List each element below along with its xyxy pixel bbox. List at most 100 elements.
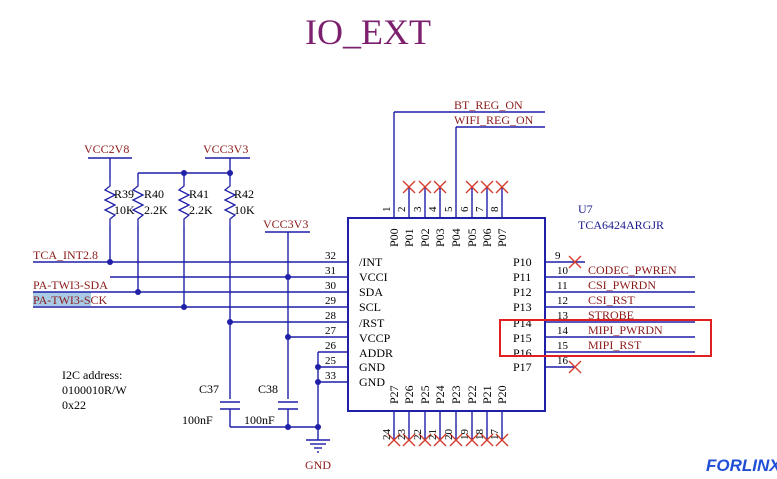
pin-num: 21: [427, 429, 439, 440]
pin-num: 7: [474, 206, 486, 212]
pin-num: 31: [325, 265, 336, 277]
pin-num: 5: [443, 206, 455, 212]
ic-body: [347, 217, 546, 412]
chip-ref: U7: [578, 202, 593, 216]
power-vcc2v8: VCC2V8: [84, 142, 129, 156]
pin-name: P10: [513, 255, 532, 269]
pin-num: 10: [557, 265, 569, 277]
pin-num: 9: [555, 250, 561, 262]
pin-num: 22: [412, 429, 424, 440]
pin-num: 3: [412, 206, 424, 212]
pin-name: P20: [495, 385, 509, 404]
resistor-value: 2.2K: [144, 203, 168, 217]
pin-num: 32: [325, 250, 336, 262]
resistor-ref: R39: [114, 187, 134, 201]
net-strobe: STROBE: [588, 308, 634, 322]
pin-name: P21: [480, 385, 494, 404]
pin-num: 25: [325, 355, 337, 367]
schematic-title: IO_EXT: [305, 12, 431, 52]
net-wifi-reg-on: WIFI_REG_ON: [454, 113, 534, 127]
pin-name: SCL: [359, 300, 381, 314]
pin-name: P15: [513, 331, 532, 345]
pin-name: P02: [418, 228, 432, 247]
pullup-network: [88, 157, 330, 453]
pin-num: 29: [325, 295, 337, 307]
pin-num: 28: [325, 310, 337, 322]
pin-name: P11: [513, 270, 531, 284]
pin-num: 18: [474, 429, 486, 441]
pin-num: 27: [325, 325, 337, 337]
cap-ref: C37: [199, 382, 219, 396]
pin-num: 13: [557, 310, 569, 322]
pin-num: 33: [325, 370, 337, 382]
pin-num: 26: [325, 340, 337, 352]
pin-name: /RST: [359, 316, 385, 330]
net-csi-pwrdn: CSI_PWRDN: [588, 278, 656, 292]
power-vcc3v3: VCC3V3: [203, 142, 248, 156]
pin-name: P03: [433, 228, 447, 247]
pin-name: P27: [387, 385, 401, 404]
cap-ref: C38: [258, 382, 278, 396]
pin-name: P00: [387, 228, 401, 247]
pin-name: P22: [465, 385, 479, 404]
pin-name: P26: [402, 385, 416, 404]
pin-num: 12: [557, 295, 568, 307]
pin-num: 30: [325, 280, 337, 292]
power-gnd: GND: [305, 458, 331, 472]
pin-name: P23: [449, 385, 463, 404]
resistor-value: 10K: [234, 203, 255, 217]
pin-name: /INT: [359, 255, 383, 269]
pin-name: SDA: [359, 285, 383, 299]
i2c-note-line: 0100010R/W: [62, 383, 127, 397]
pin-num: 17: [489, 429, 501, 441]
cap-value: 100nF: [182, 413, 213, 427]
bottom-pins: [387, 411, 509, 447]
pin-name: P07: [495, 228, 509, 247]
net-mipi-rst: MIPI_RST: [588, 338, 642, 352]
pin-num: 19: [459, 429, 471, 441]
pin-name: P16: [513, 346, 532, 360]
pin-num: 20: [443, 429, 455, 441]
resistor-ref: R40: [144, 187, 164, 201]
pin-name: P24: [433, 385, 447, 404]
pin-name: P12: [513, 285, 532, 299]
pin-name: VCCI: [359, 270, 388, 284]
pin-num: 2: [396, 207, 408, 213]
i2c-note-line: 0x22: [62, 398, 86, 412]
pin-num: 14: [557, 325, 569, 337]
net-csi-rst: CSI_RST: [588, 293, 635, 307]
top-pins: [393, 111, 545, 218]
pin-num: 15: [557, 340, 569, 352]
pin-name: P06: [480, 228, 494, 247]
pin-name: P01: [402, 228, 416, 247]
junction-dots: [107, 170, 321, 430]
right-pins: [545, 255, 695, 374]
highlight-box: [499, 319, 712, 357]
pin-num: 23: [396, 429, 408, 441]
net-pa-twi3-sck: PA-TWI3-SCK: [33, 293, 108, 307]
resistor-ref: R42: [234, 187, 254, 201]
pin-name: P05: [465, 228, 479, 247]
net-tca-int: TCA_INT2.8: [33, 248, 98, 262]
cap-value: 100nF: [244, 413, 275, 427]
pin-num: 11: [557, 280, 568, 292]
pin-name: ADDR: [359, 346, 393, 360]
net-bt-reg-on: BT_REG_ON: [454, 98, 523, 112]
resistor-value: 2.2K: [189, 203, 213, 217]
pin-name: P14: [513, 316, 532, 330]
net-mipi-pwrdn: MIPI_PWRDN: [588, 323, 663, 337]
chip-part: TCA6424ARGJR: [578, 218, 664, 232]
pin-name: GND: [359, 360, 385, 374]
resistor-value: 10K: [114, 203, 135, 217]
forlinx-logo: FORLINX: [706, 456, 777, 475]
net-highlight: [33, 292, 91, 306]
power-vcc3v3: VCC3V3: [263, 217, 308, 231]
pin-name: P25: [418, 385, 432, 404]
pin-num: 8: [489, 206, 501, 212]
pin-name: P13: [513, 300, 532, 314]
i2c-note-line: I2C address:: [62, 368, 122, 382]
pin-name: P04: [449, 228, 463, 247]
net-codec-pwren: CODEC_PWREN: [588, 263, 677, 277]
pin-name: P17: [513, 360, 532, 374]
